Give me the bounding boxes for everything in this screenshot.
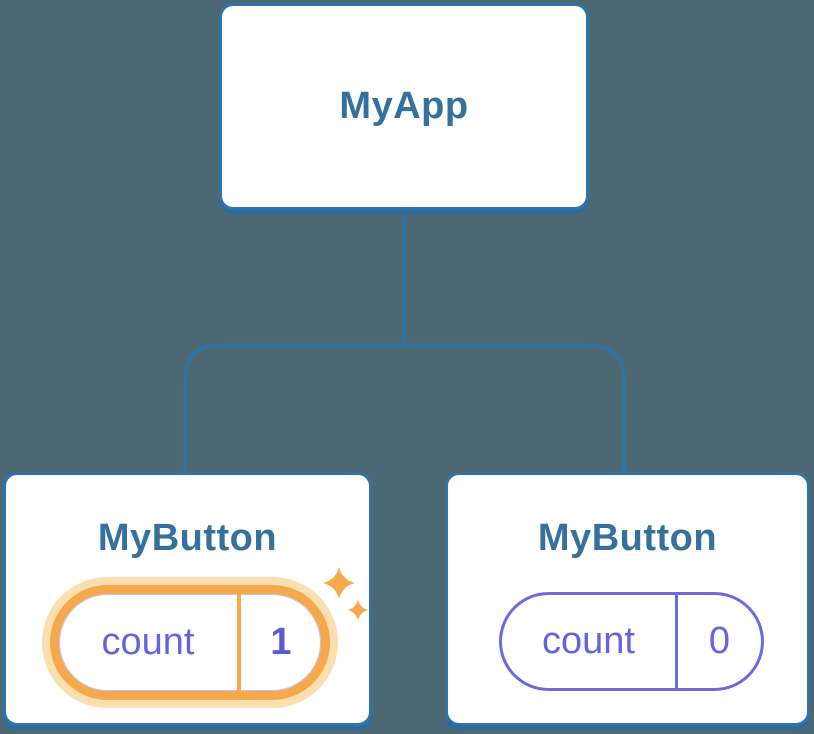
state-value: 0 <box>708 620 731 662</box>
pill-divider <box>675 595 678 688</box>
root-node-label: MyApp <box>339 85 469 127</box>
state-key: count <box>101 621 195 663</box>
state-pill: count 0 <box>499 592 764 691</box>
tree-node-child-right: MyButton count 0 <box>445 472 810 726</box>
child-node-label: MyButton <box>537 517 718 559</box>
tree-node-root: MyApp <box>219 3 589 210</box>
tree-node-child-left: MyButton count 1 <box>3 472 372 726</box>
state-key: count <box>542 620 635 662</box>
state-value: 1 <box>270 621 292 663</box>
state-pill-highlighted: count 1 <box>50 585 330 700</box>
pill-divider <box>237 594 241 691</box>
child-node-label: MyButton <box>97 517 278 559</box>
sparkle-icon <box>323 567 369 621</box>
